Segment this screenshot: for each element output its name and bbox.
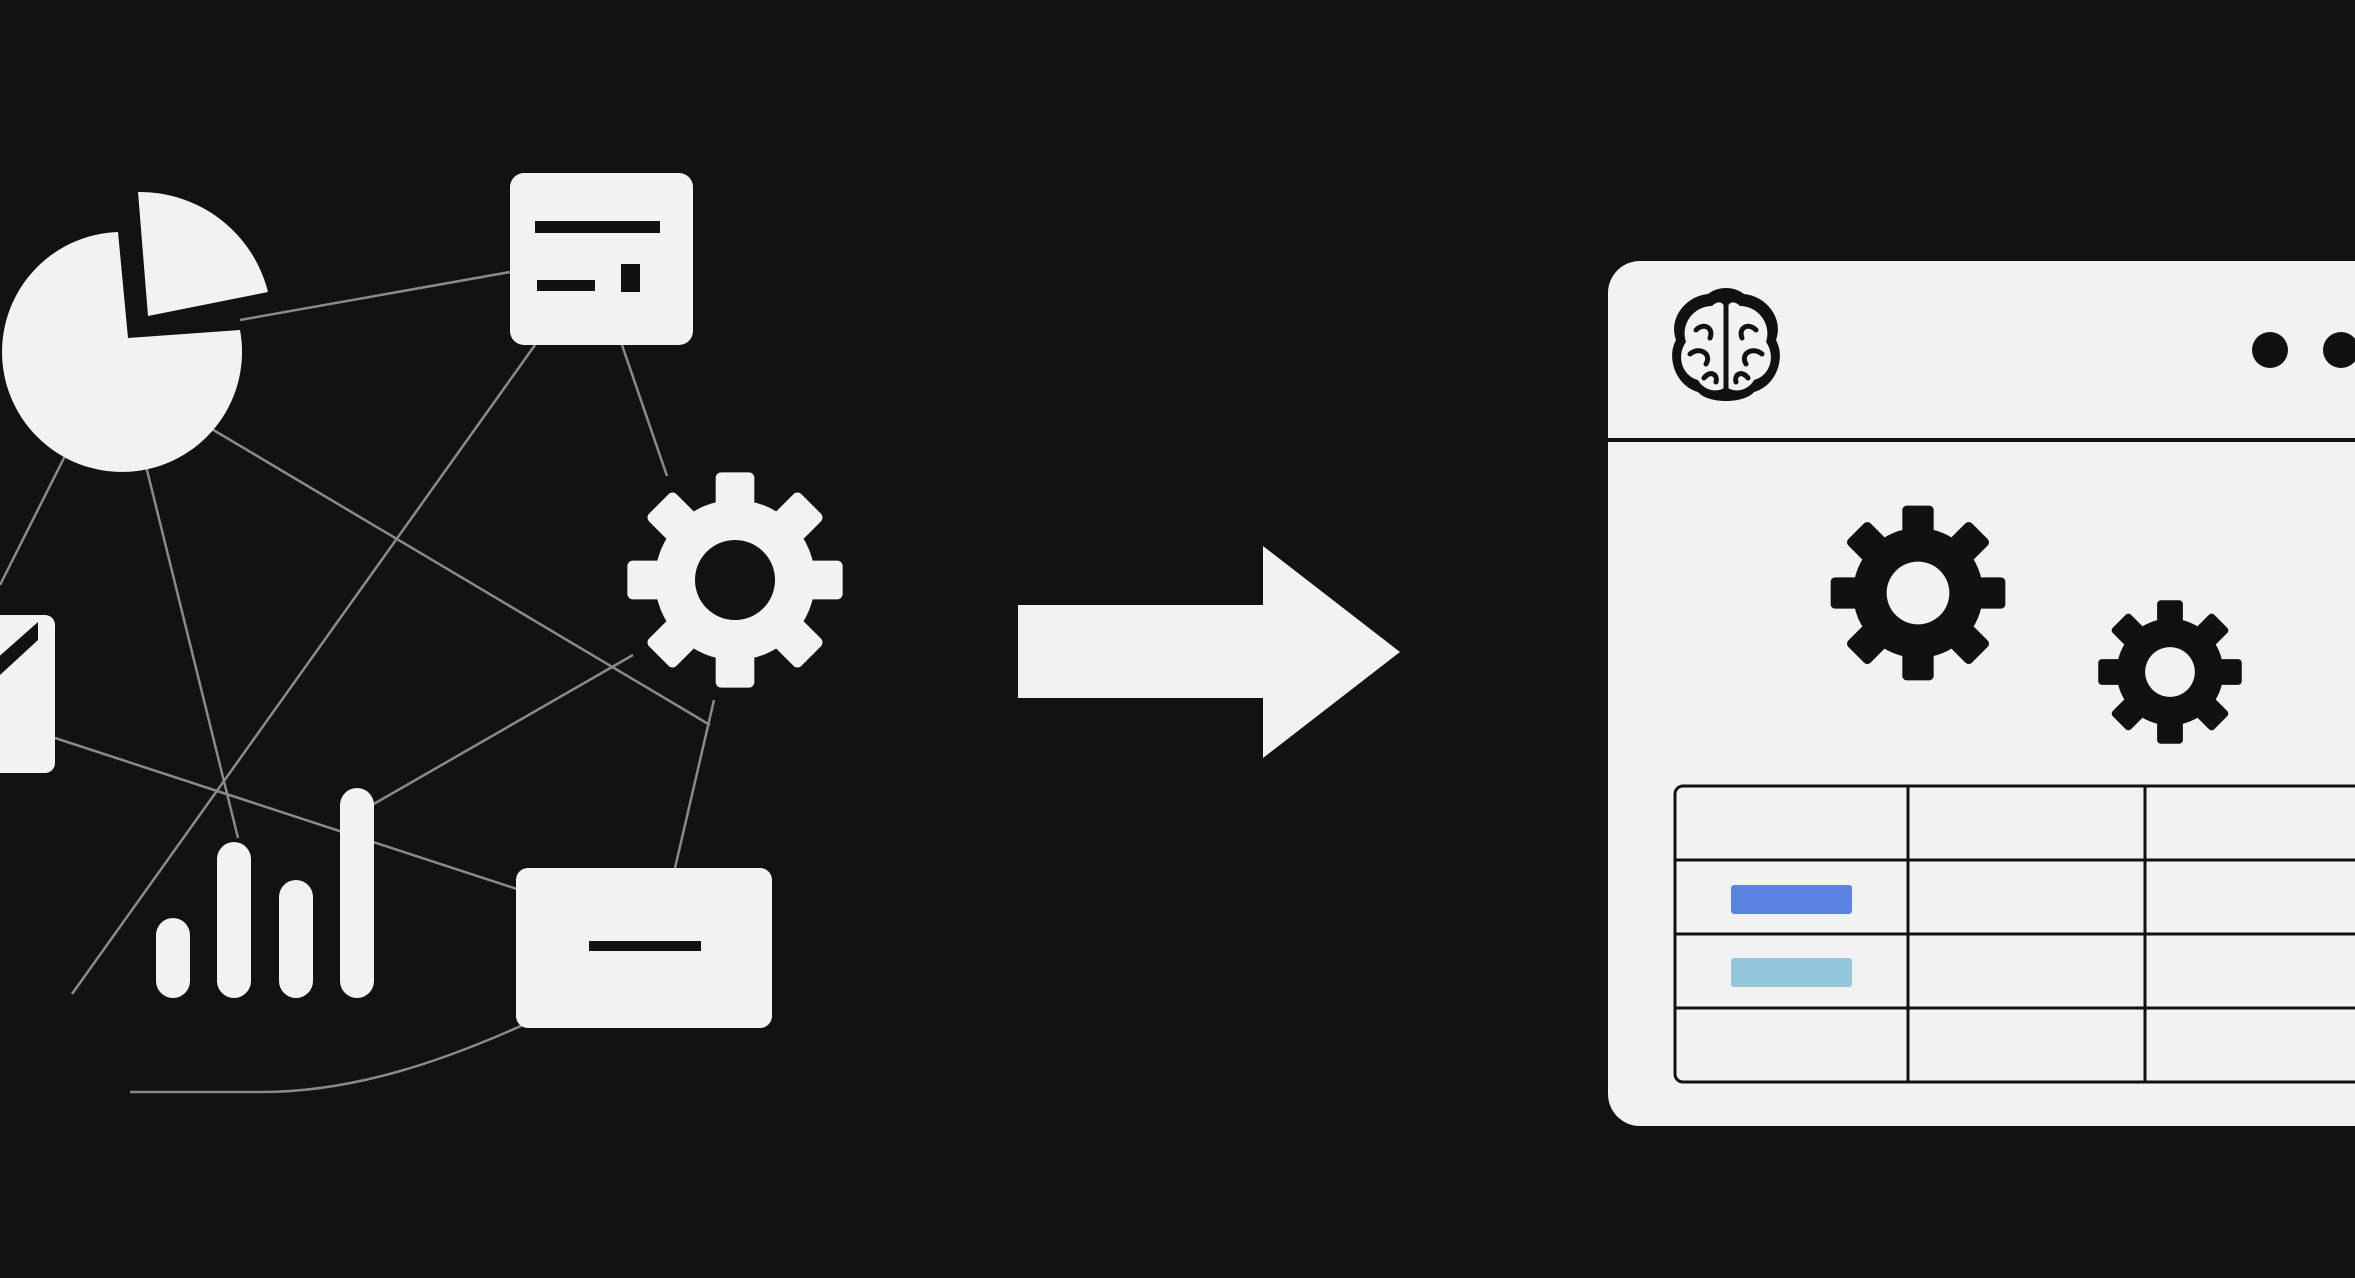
data-table: [1673, 784, 2355, 1084]
window-controls: [2252, 332, 2355, 368]
window-dot[interactable]: [2252, 332, 2288, 368]
gear-icon-large: [1830, 505, 2006, 681]
table-highlight-blue[interactable]: [1731, 885, 1852, 914]
right-arrow-icon: [1018, 546, 1400, 758]
text-card-icon: [510, 173, 693, 345]
table-highlight-light-blue[interactable]: [1731, 958, 1852, 987]
window-dot[interactable]: [2323, 332, 2355, 368]
pie-chart-icon: [2, 191, 268, 472]
network-lines: [0, 270, 716, 1094]
brain-icon: [1672, 288, 1780, 401]
gear-icon: [627, 472, 843, 688]
card-partial-icon: [0, 615, 55, 773]
gear-icon-small: [2098, 600, 2242, 744]
bar-chart-icon: [156, 788, 374, 998]
app-window: [1608, 261, 2355, 1126]
minus-card-icon: [516, 868, 772, 1028]
